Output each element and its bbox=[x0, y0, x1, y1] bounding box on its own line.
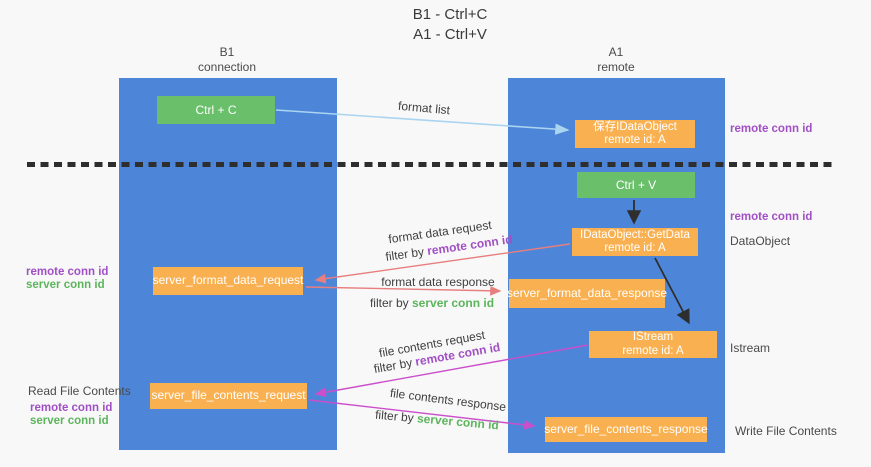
right-column-header: A1 remote bbox=[597, 45, 634, 75]
server-file-contents-request-label: server_file_contents_request bbox=[151, 388, 306, 403]
ctrl-c-node: Ctrl + C bbox=[157, 96, 275, 124]
server-file-contents-response-node: server_file_contents_response bbox=[544, 417, 708, 442]
format-response-filter-label: filter by server conn id bbox=[370, 296, 494, 310]
save-dataobject-line2: remote id: A bbox=[604, 134, 666, 146]
server-conn-id-text: server conn id bbox=[416, 411, 500, 433]
diagram-title: B1 - Ctrl+C A1 - Ctrl+V bbox=[413, 5, 488, 45]
left-server-conn-id-annotation-1: server conn id bbox=[26, 279, 105, 291]
right-column-subtitle: remote bbox=[597, 60, 635, 74]
left-column-name: B1 bbox=[219, 45, 235, 59]
right-column-name: A1 bbox=[608, 45, 624, 59]
server-format-data-request-node: server_format_data_request bbox=[153, 267, 303, 295]
filter-by-text: filter by bbox=[384, 244, 425, 264]
server-file-contents-response-label: server_file_contents_response bbox=[544, 421, 708, 436]
server-file-contents-request-node: server_file_contents_request bbox=[150, 383, 307, 409]
left-server-conn-id-annotation-2: server conn id bbox=[30, 415, 109, 427]
istream-line1: IStream bbox=[632, 331, 674, 343]
getdata-node: IDataObject::GetData remote id: A bbox=[572, 228, 698, 256]
getdata-line1: IDataObject::GetData bbox=[580, 228, 690, 241]
file-response-filter-label: filter by server conn id bbox=[375, 408, 500, 433]
left-column-subtitle: connection bbox=[197, 60, 257, 74]
write-file-contents-annotation: Write File Contents bbox=[735, 424, 837, 438]
filter-by-text: filter by bbox=[369, 296, 409, 310]
ctrl-c-label: Ctrl + C bbox=[195, 103, 237, 117]
save-dataobject-node: 保存IDataObject remote id: A bbox=[575, 120, 695, 148]
remote-conn-id-annotation-top: remote conn id bbox=[730, 123, 813, 135]
server-format-data-response-node: server_format_data_response bbox=[506, 279, 668, 308]
format-data-response-label: format data response bbox=[381, 275, 495, 289]
getdata-line2: remote id: A bbox=[604, 242, 666, 254]
server-conn-id-text: server conn id bbox=[412, 296, 495, 310]
title-line-2: A1 - Ctrl+V bbox=[413, 26, 487, 43]
remote-conn-id-annotation-mid: remote conn id bbox=[730, 211, 813, 223]
ctrl-v-node: Ctrl + V bbox=[577, 172, 695, 198]
left-remote-conn-id-annotation-1: remote conn id bbox=[26, 266, 109, 278]
left-column-header: B1 connection bbox=[198, 45, 256, 75]
istream-annotation: Istream bbox=[730, 341, 771, 355]
filter-by-text: filter by bbox=[372, 355, 414, 377]
istream-node: IStream remote id: A bbox=[589, 331, 717, 358]
save-dataobject-line1: 保存IDataObject bbox=[593, 120, 677, 133]
read-file-contents-annotation: Read File Contents bbox=[28, 384, 131, 398]
server-format-data-request-label: server_format_data_request bbox=[152, 273, 304, 288]
server-format-data-response-label: server_format_data_response bbox=[506, 285, 668, 300]
left-remote-conn-id-annotation-2: remote conn id bbox=[30, 402, 113, 414]
istream-line2: remote id: A bbox=[622, 344, 684, 357]
ctrl-v-label: Ctrl + V bbox=[615, 178, 657, 192]
format-list-label: format list bbox=[397, 98, 451, 118]
dataobject-annotation: DataObject bbox=[730, 234, 791, 248]
title-line-1: B1 - Ctrl+C bbox=[412, 6, 488, 23]
filter-by-text: filter by bbox=[374, 407, 415, 425]
